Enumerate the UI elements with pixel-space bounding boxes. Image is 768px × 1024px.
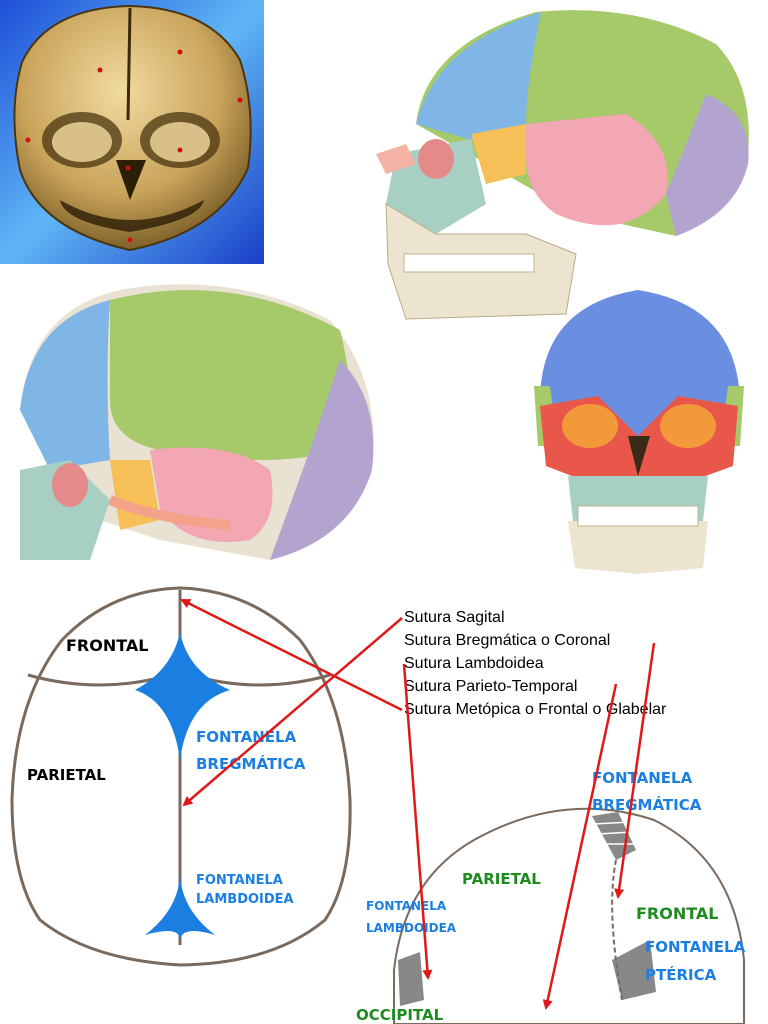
top-fontanela-bregmatica-label-2: BREGMÁTICA [196, 754, 306, 773]
top-fontanela-bregmatica-label-1: FONTANELA [196, 728, 297, 746]
side-fontanela-lambdoidea-label-2: LAMBDOIDEA [366, 921, 457, 935]
neonatal-skull-lateral-image [10, 270, 380, 570]
legend-item-sutura-metopica: Sutura Metópica o Frontal o Glabelar [404, 701, 667, 718]
side-fontanela-pterica-label-1: FONTANELA [645, 938, 746, 956]
top-fontanela-lambdoidea-label-2: LAMBDOIDEA [196, 892, 294, 907]
side-fontanela-bregmatica-label-2: BREGMÁTICA [592, 795, 702, 814]
side-frontal-label: FRONTAL [636, 904, 719, 923]
side-fontanela-bregmatica-label-1: FONTANELA [592, 769, 693, 787]
adult-skull-lateral-image [376, 4, 754, 324]
side-view-diagram: FONTANELA BREGMÁTICA PARIETAL FRONTAL FO… [354, 760, 768, 1024]
side-occipital-label: OCCIPITAL [356, 1006, 444, 1024]
legend-item-sutura-parieto-temporal: Sutura Parieto-Temporal [404, 678, 577, 695]
lambdoid-fontanel-shape [145, 875, 215, 940]
legend-item-sutura-sagital: Sutura Sagital [404, 609, 505, 626]
top-fontanela-lambdoidea-label-1: FONTANELA [196, 873, 283, 888]
top-parietal-label: PARIETAL [27, 766, 106, 784]
side-pterion-shape [612, 940, 656, 1000]
side-fontanela-pterica-label-2: PTÉRICA [645, 965, 717, 984]
top-view-diagram: FRONTAL PARIETAL FONTANELA BREGMÁTICA FO… [0, 580, 400, 1024]
legend-item-sutura-lambdoidea: Sutura Lambdoidea [404, 655, 544, 672]
legend: Sutura Sagital Sutura Bregmática o Coron… [404, 609, 667, 718]
fetal-skull-image [0, 0, 264, 264]
side-parietal-label: PARIETAL [462, 870, 541, 888]
adult-skull-frontal-image [528, 286, 750, 574]
side-fontanela-lambdoidea-label-1: FONTANELA [366, 899, 447, 913]
legend-item-sutura-bregmatica: Sutura Bregmática o Coronal [404, 632, 610, 649]
top-frontal-label: FRONTAL [66, 636, 149, 655]
side-lambdoid-shape [398, 952, 424, 1006]
